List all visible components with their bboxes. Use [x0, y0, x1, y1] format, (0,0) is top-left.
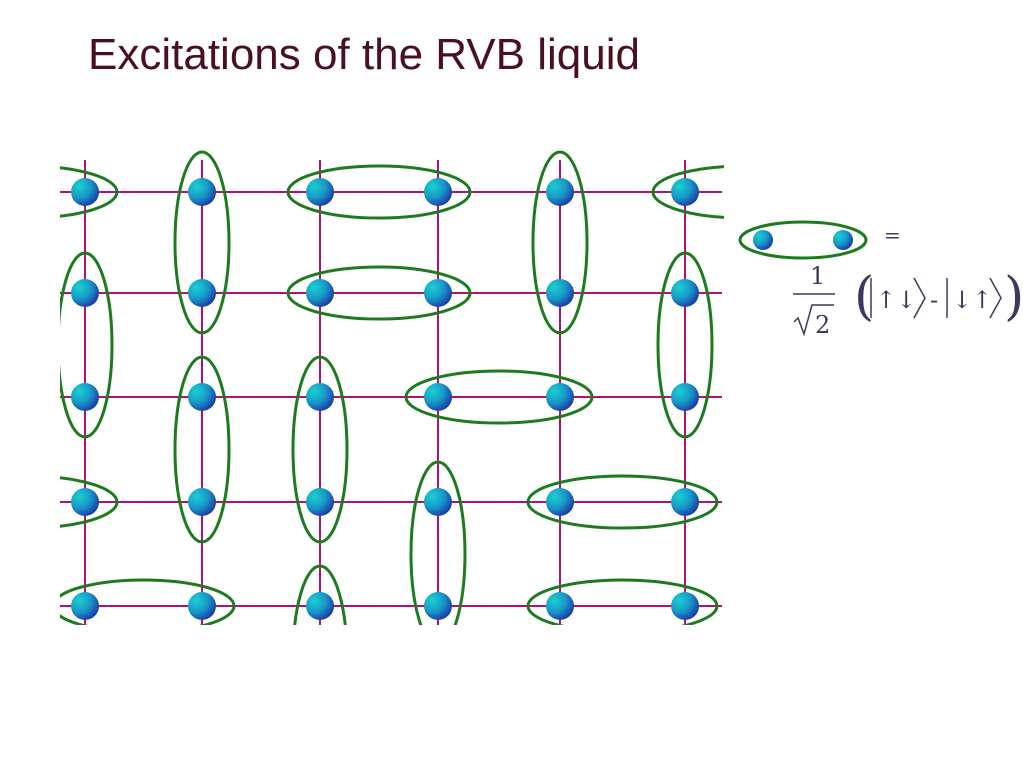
singlet-bond-ellipse: [526, 474, 719, 530]
equals-sign: =: [884, 223, 901, 247]
spin-site-dot: [546, 488, 574, 516]
spin-site-dot: [188, 488, 216, 516]
ket-1-angle: [913, 277, 926, 319]
singlet-bond-ellipse: [60, 578, 236, 625]
ket-1-state: ↑↓: [876, 286, 916, 314]
spin-site-dot: [671, 592, 699, 620]
singlet-bond-ellipse: [404, 369, 594, 425]
singlet-bond-ellipse: [651, 165, 724, 219]
spin-site-dot: [546, 592, 574, 620]
close-paren: ): [1004, 267, 1024, 327]
spin-site-dot: [546, 178, 574, 206]
spin-site-dot: [306, 178, 334, 206]
minus-sign: -: [930, 286, 938, 314]
spin-site-dot: [671, 488, 699, 516]
ket-2-state: ↓↑: [952, 286, 992, 314]
spin-site-dot: [424, 592, 452, 620]
spin-site-dot: [671, 383, 699, 411]
singlet-bond-ellipse: [293, 564, 347, 625]
open-paren: (: [854, 267, 874, 327]
spin-site-dot: [424, 178, 452, 206]
fraction-denominator: 2: [815, 311, 830, 339]
spin-site-dot: [671, 279, 699, 307]
spin-site-dot: [306, 383, 334, 411]
spin-site-dot: [306, 279, 334, 307]
singlet-bond-ellipse: [286, 265, 472, 321]
spin-site-dot: [71, 279, 99, 307]
spin-site-dot: [546, 279, 574, 307]
legend-spin-dot-left: [753, 230, 773, 250]
spin-site-dot: [424, 279, 452, 307]
singlet-bond-ellipse: [409, 460, 467, 625]
spin-site-dot: [671, 178, 699, 206]
legend-bond-ellipse: [738, 220, 868, 260]
singlet-legend: = 1 2 ( ↑↓ - ↓↑ ): [738, 220, 1024, 339]
singlet-bond-ellipse: [656, 251, 714, 439]
singlet-bond-ellipse: [60, 476, 119, 528]
spin-site-dot: [546, 383, 574, 411]
singlet-bond-ellipse: [173, 150, 231, 335]
singlet-bond-ellipse: [531, 150, 589, 335]
spin-site-dot: [188, 178, 216, 206]
singlet-bond-ellipse: [286, 164, 472, 220]
singlet-bond-ellipse: [291, 355, 349, 544]
singlet-bond-ellipse: [173, 355, 231, 544]
spin-site-dot: [306, 592, 334, 620]
spin-site-dot: [71, 178, 99, 206]
spin-site-dot: [71, 592, 99, 620]
spin-site-dot: [188, 592, 216, 620]
spin-site-dot: [306, 488, 334, 516]
spin-site-dot: [424, 383, 452, 411]
slide-title: Excitations of the RVB liquid: [88, 30, 640, 79]
spin-site-dot: [71, 488, 99, 516]
fraction-numerator: 1: [810, 262, 825, 290]
spin-site-dot: [188, 383, 216, 411]
spin-site-dot: [188, 279, 216, 307]
legend-spin-dot-right: [833, 230, 853, 250]
singlet-bond-ellipse: [526, 578, 719, 625]
spin-sites: [71, 178, 699, 620]
spin-site-dot: [424, 488, 452, 516]
singlet-bond-ellipse: [60, 166, 119, 218]
sqrt-sign: [793, 304, 834, 337]
lattice-grid-lines: [60, 160, 722, 625]
singlet-bonds: [60, 150, 724, 625]
singlet-bond-ellipse: [60, 251, 114, 439]
spin-site-dot: [71, 383, 99, 411]
ket-2-angle: [989, 277, 1002, 319]
